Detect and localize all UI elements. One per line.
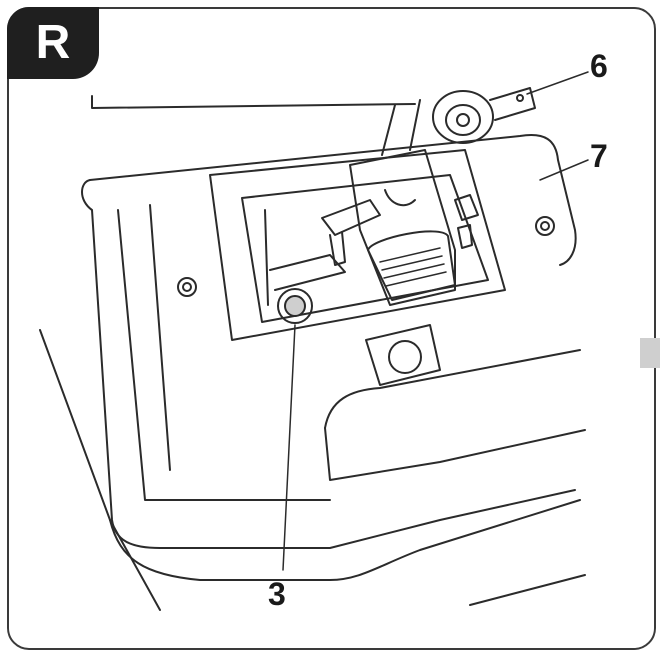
callout-label-7: 7: [590, 138, 608, 174]
cap-tab: [489, 87, 536, 121]
diagram-frame: [7, 7, 656, 650]
callout-label-3: 3: [268, 576, 286, 612]
pump-body: [349, 149, 456, 306]
panel-badge: R: [7, 7, 99, 79]
top-cap: [432, 90, 494, 144]
cover-inner-left: [117, 209, 331, 501]
pump-grille: [367, 230, 456, 301]
top-edge: [91, 95, 416, 109]
filler-cap: [388, 340, 422, 374]
cover-plate-top: [89, 134, 577, 266]
lower-housing: [39, 329, 581, 581]
screw-left: [177, 277, 197, 297]
filler-neck: [365, 324, 441, 386]
pump-hose: [381, 99, 421, 156]
grey-tab-marker: [640, 338, 660, 368]
tank-top: [324, 349, 581, 429]
leader-7: [539, 159, 589, 181]
pump-bracket: [321, 199, 381, 236]
leader-3: [282, 324, 296, 571]
leader-6: [526, 71, 589, 95]
drain-plug: [277, 288, 313, 324]
callout-label-6: 6: [590, 48, 608, 84]
recess-inner: [241, 174, 489, 323]
screw-right: [535, 216, 555, 236]
